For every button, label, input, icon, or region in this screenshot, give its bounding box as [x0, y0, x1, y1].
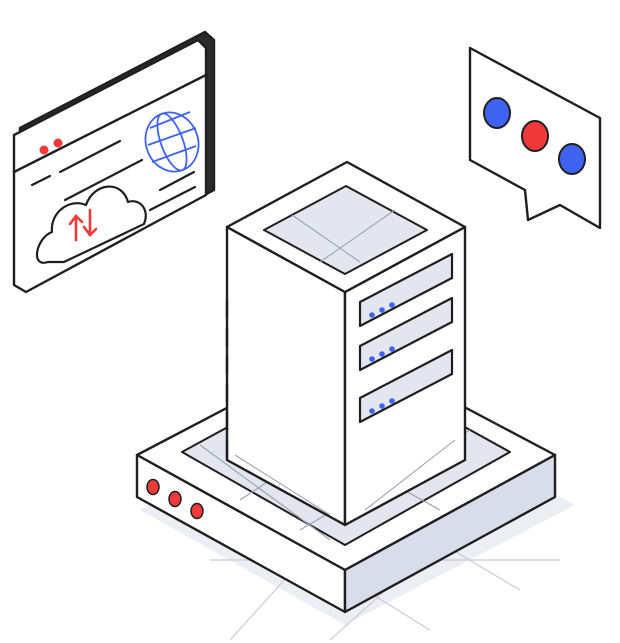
browser-text-lines: [30, 139, 197, 212]
chat-dots: [483, 97, 586, 175]
cloud-transfer-icon: [35, 185, 147, 264]
server-face-grid: [234, 439, 456, 516]
download-arrow-icon: [82, 208, 98, 237]
server-top-grid: [291, 209, 396, 263]
upload-arrow-icon: [68, 214, 84, 242]
base-lights: [146, 478, 204, 520]
globe-icon: [144, 111, 200, 173]
server-rack-icon: [225, 160, 467, 527]
browser-dots: [39, 138, 63, 155]
drive-bay-leds: [369, 302, 395, 414]
